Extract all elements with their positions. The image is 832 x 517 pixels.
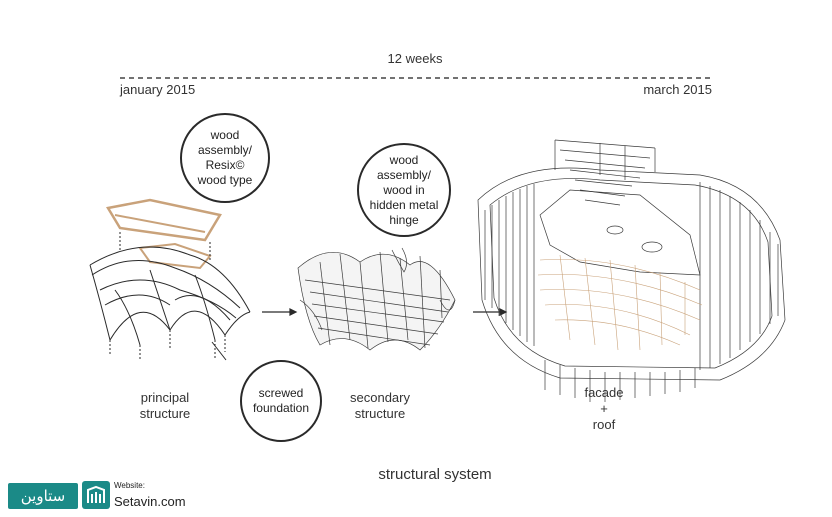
secondary-structure-drawing [297, 247, 456, 351]
callout-wood-assembly-1-text: wood assembly/ Resix© wood type [197, 128, 253, 187]
timeline-duration: 12 weeks [387, 51, 443, 66]
timeline-start: january 2015 [120, 82, 196, 97]
watermark-site-label: Website: [114, 481, 145, 490]
callout-wood-assembly-1: wood assembly/ Resix© wood type [180, 113, 270, 203]
callout-wood-assembly-2-text: wood assembly/ wood in hidden metal hing… [369, 152, 439, 227]
setavin-logo-icon [82, 481, 110, 509]
stage-arrow-1 [262, 308, 298, 316]
callout-wood-assembly-2: wood assembly/ wood in hidden metal hing… [357, 143, 451, 237]
callout-screwed-foundation: screwed foundation [240, 360, 322, 442]
principal-structure-drawing [89, 198, 251, 360]
watermark-arabic: ستاوین [8, 483, 78, 509]
timeline-end: march 2015 [643, 82, 712, 97]
stage-arrow-2 [473, 308, 508, 316]
diagram-caption: structural system [378, 466, 492, 483]
callout-screwed-foundation-text: screwed foundation [252, 386, 310, 415]
watermark-site-url: Setavin.com [114, 494, 186, 509]
facade-roof-drawing [477, 139, 786, 402]
label-secondary-structure: secondary structure [350, 390, 410, 421]
label-facade-roof: facade + roof [584, 385, 624, 432]
label-principal-structure: principal structure [139, 390, 191, 421]
